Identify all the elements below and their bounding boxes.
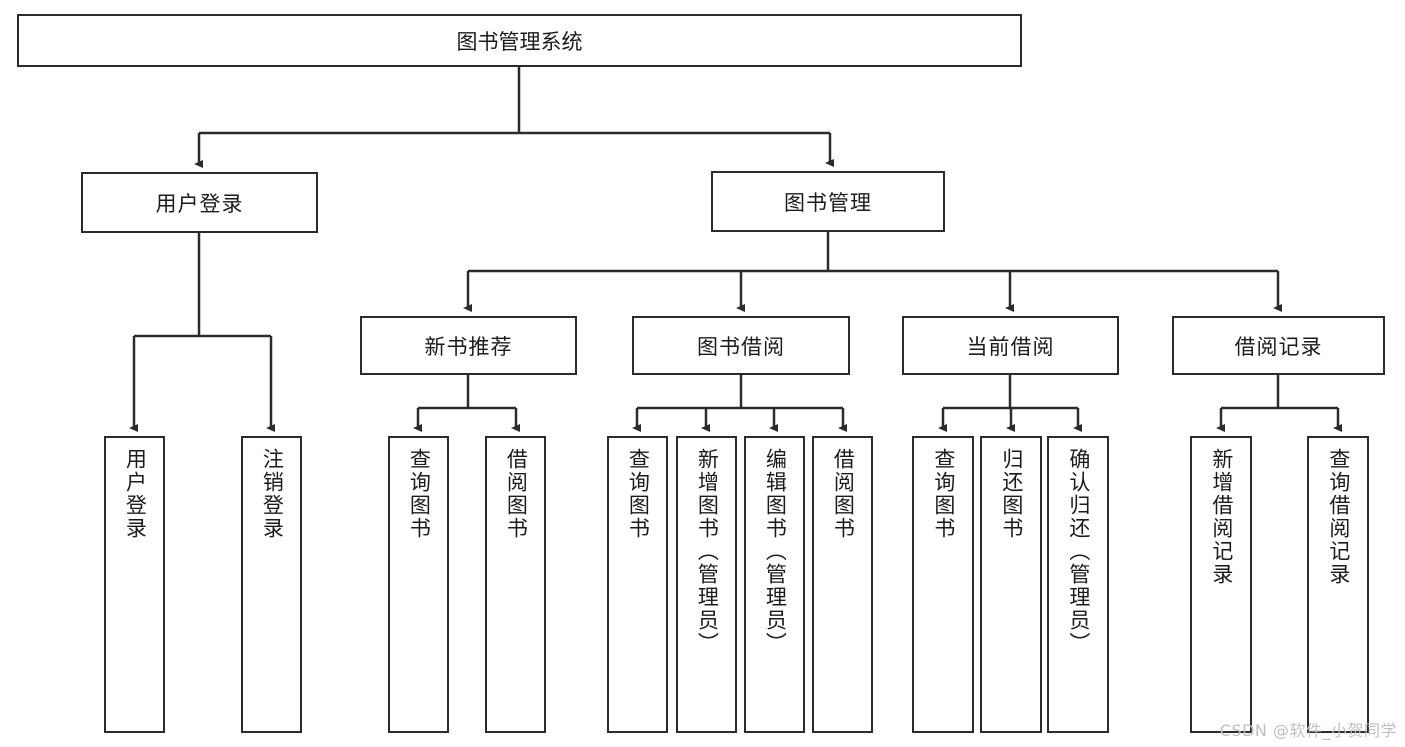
leaf-edit-book-admin-label: 编辑图书（管理员）	[763, 448, 788, 655]
leaf-add-borrow-record[interactable]: 新增借阅记录	[1190, 436, 1252, 733]
leaf-edit-book-admin[interactable]: 编辑图书（管理员）	[744, 436, 805, 733]
leaf-query-borrow-record[interactable]: 查询借阅记录	[1307, 436, 1369, 733]
node-user-login-label: 用户登录	[155, 191, 244, 216]
node-book-borrow-label: 图书借阅	[697, 334, 785, 359]
node-new-book-recommend-label: 新书推荐	[424, 334, 513, 359]
node-borrow-record[interactable]: 借阅记录	[1172, 316, 1385, 375]
leaf-add-book-admin[interactable]: 新增图书（管理员）	[676, 436, 737, 733]
node-root[interactable]: 图书管理系统	[17, 14, 1022, 67]
leaf-query-book-recommend-label: 查询图书	[407, 448, 432, 540]
node-current-borrow[interactable]: 当前借阅	[902, 316, 1119, 375]
leaf-add-book-admin-label: 新增图书（管理员）	[695, 448, 720, 655]
node-root-label: 图书管理系统	[456, 29, 583, 54]
leaf-return-book-label: 归还图书	[999, 448, 1024, 540]
leaf-borrow-book-label: 借阅图书	[831, 448, 856, 540]
leaf-query-book-borrow[interactable]: 查询图书	[607, 436, 668, 733]
node-book-borrow[interactable]: 图书借阅	[632, 316, 850, 375]
leaf-return-book[interactable]: 归还图书	[980, 436, 1042, 733]
leaf-query-book-current-label: 查询图书	[931, 448, 956, 540]
leaf-add-borrow-record-label: 新增借阅记录	[1209, 448, 1234, 586]
node-book-management[interactable]: 图书管理	[711, 171, 945, 232]
leaf-query-book-current[interactable]: 查询图书	[912, 436, 974, 733]
leaf-borrow-book[interactable]: 借阅图书	[812, 436, 873, 733]
leaf-query-book-recommend[interactable]: 查询图书	[388, 436, 449, 733]
leaf-query-borrow-record-label: 查询借阅记录	[1326, 448, 1351, 586]
node-user-login[interactable]: 用户登录	[81, 172, 318, 233]
leaf-confirm-return-admin-label: 确认归还（管理员）	[1066, 448, 1091, 655]
node-current-borrow-label: 当前借阅	[966, 334, 1055, 359]
leaf-query-book-borrow-label: 查询图书	[626, 448, 651, 540]
leaf-user-login[interactable]: 用户登录	[104, 436, 165, 733]
leaf-user-logout[interactable]: 注销登录	[241, 436, 302, 733]
leaf-user-logout-label: 注销登录	[260, 448, 285, 540]
leaf-user-login-label: 用户登录	[123, 448, 148, 540]
node-book-management-label: 图书管理	[784, 190, 872, 215]
watermark: CSDN @软件_小贺同学	[1219, 721, 1397, 740]
node-borrow-record-label: 借阅记录	[1234, 334, 1323, 359]
leaf-confirm-return-admin[interactable]: 确认归还（管理员）	[1047, 436, 1109, 733]
leaf-borrow-book-recommend-label: 借阅图书	[504, 448, 529, 540]
node-new-book-recommend[interactable]: 新书推荐	[360, 316, 577, 375]
leaf-borrow-book-recommend[interactable]: 借阅图书	[485, 436, 546, 733]
